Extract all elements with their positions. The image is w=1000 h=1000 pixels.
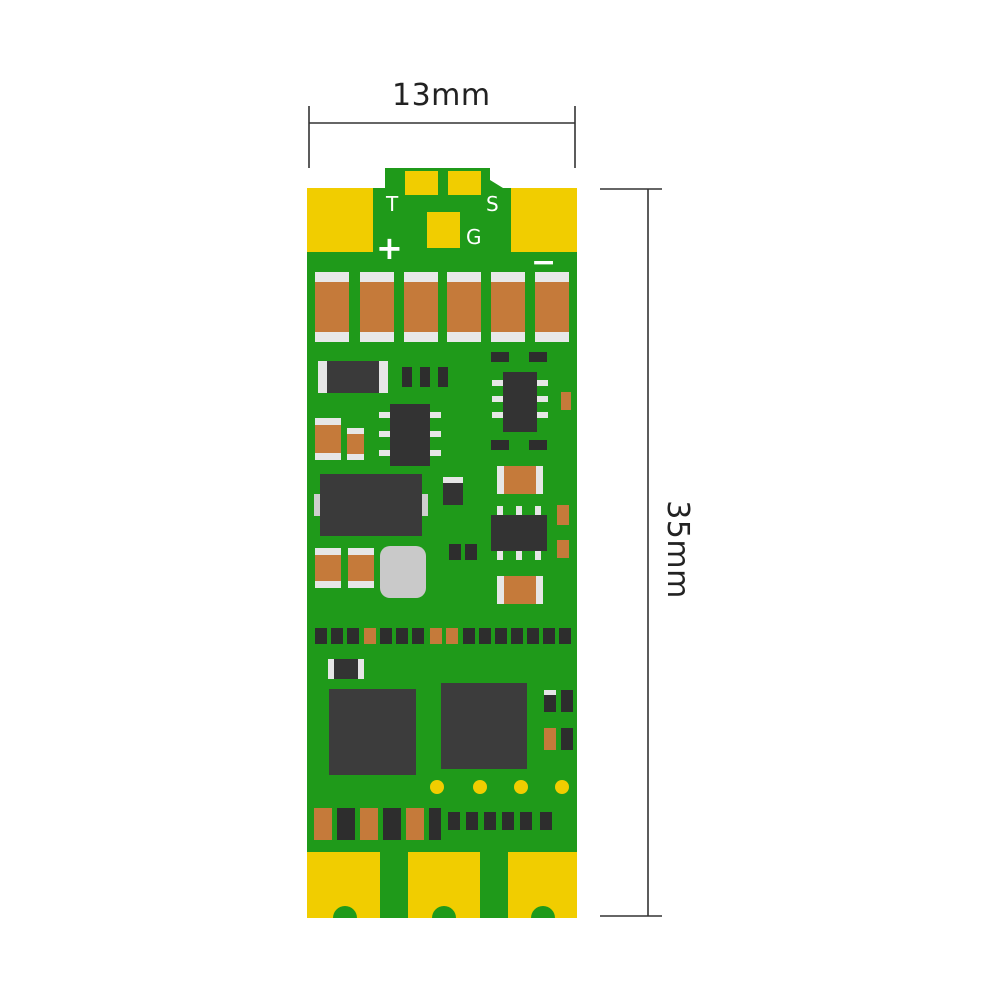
resistor-row	[315, 628, 571, 644]
bottom-component-row	[314, 808, 552, 840]
width-dimension	[308, 106, 576, 168]
pad-label-negative: −	[531, 245, 557, 280]
small-diode	[443, 477, 463, 505]
mosfet-1	[329, 689, 416, 775]
pad-label-t: T	[386, 192, 399, 216]
capacitor-row	[315, 272, 569, 342]
diode-small-lower	[328, 659, 364, 679]
ic-chip-1	[379, 404, 441, 466]
pad-label-s: S	[486, 192, 499, 216]
resistor-array-1	[402, 367, 448, 387]
small-components-lower-right	[544, 690, 573, 750]
small-components-right	[491, 352, 571, 450]
diode-component	[318, 361, 388, 393]
capacitor-lower-right	[497, 576, 543, 604]
signal-pad-g	[427, 212, 460, 248]
pad-label-positive: +	[376, 229, 403, 267]
height-dimension-label: 35mm	[659, 500, 695, 599]
capacitor-pair-right	[497, 466, 543, 494]
mosfet-2	[441, 683, 527, 769]
width-dimension-label: 13mm	[392, 78, 491, 113]
pad-label-g: G	[466, 225, 482, 249]
small-components-mid	[449, 505, 569, 560]
ic-chip-2	[492, 372, 548, 432]
height-dimension	[600, 188, 662, 917]
signal-pad-s	[448, 171, 481, 195]
regulator-component	[314, 474, 428, 536]
small-capacitors-left	[315, 418, 364, 460]
power-pad-negative	[511, 188, 577, 252]
capacitors-lower-left	[315, 548, 374, 588]
motor-pads	[307, 852, 577, 918]
signal-pad-t	[405, 171, 438, 195]
ic-chip-3	[491, 506, 547, 560]
power-pad-positive	[307, 188, 373, 252]
inductor-component	[380, 546, 426, 598]
esc-circuit-board	[307, 168, 577, 918]
via-dots	[430, 780, 569, 794]
